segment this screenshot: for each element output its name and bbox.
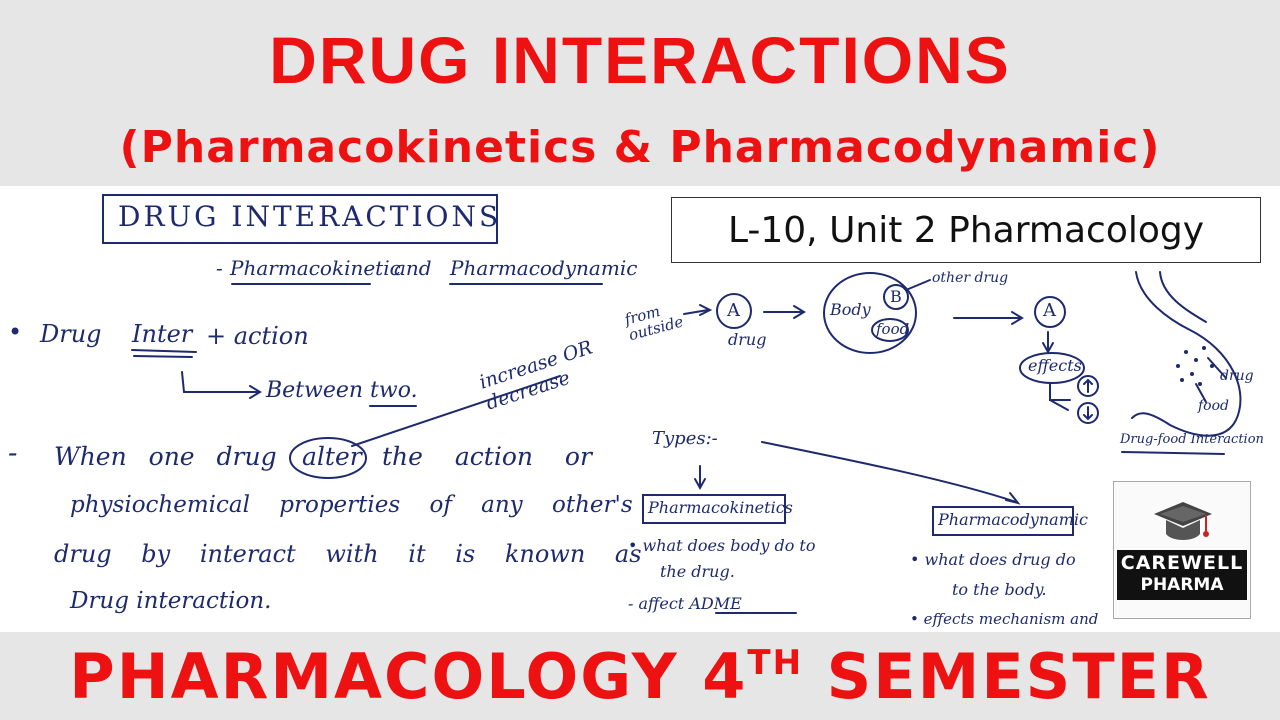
notes-dash: - (8, 436, 18, 469)
notes-bullet: • (8, 318, 23, 346)
notes-def-line3: drug by interact with it is known as (54, 540, 642, 568)
notes-other-drug: other drug (932, 270, 1009, 286)
notes-drug-food: Drug-food Interaction (1120, 432, 1264, 447)
notes-pd-point2: • effects mechanism and (910, 610, 1099, 628)
notes-stomach-food: food (1198, 398, 1230, 414)
notes-drug-label: drug (728, 330, 767, 349)
notes-circle-a2: A (1043, 300, 1056, 321)
notes-def-line1a: When one drug (54, 442, 277, 471)
carewell-pharma-logo: CAREWELL PHARMA (1113, 481, 1251, 619)
page-subtitle: (Pharmacokinetics & Pharmacodynamic) (119, 122, 1161, 173)
logo-line2: PHARMA (1140, 575, 1224, 595)
header-band (0, 0, 1280, 186)
footer-superscript: TH (747, 643, 804, 683)
notes-subheading-pk: Pharmacokinetic (230, 256, 401, 280)
footer-text: PHARMACOLOGY 4 (69, 640, 748, 713)
notes-subheading-and: and (394, 256, 432, 280)
notes-circle-a: A (727, 300, 740, 321)
footer-text-end: SEMESTER (803, 640, 1211, 713)
notes-body-label: Body (830, 300, 871, 319)
lesson-label: L-10, Unit 2 Pharmacology (727, 209, 1205, 251)
notes-pd-point1: • what does drug do (910, 550, 1076, 569)
notes-pk-point1b: the drug. (660, 562, 735, 581)
notes-heading: DRUG INTERACTIONS (118, 200, 502, 233)
notes-word-action: + action (206, 322, 309, 350)
notes-food-label: food (876, 320, 910, 338)
notes-between: Between two. (266, 378, 418, 403)
notes-effects: effects (1028, 356, 1082, 375)
logo-line1: CAREWELL (1120, 552, 1244, 574)
notes-def-line4: Drug interaction. (70, 588, 272, 614)
notes-pd-label: Pharmacodynamic (938, 510, 1088, 529)
page-title: DRUG INTERACTIONS (269, 23, 1011, 97)
notes-pd-point1b: to the body. (952, 580, 1047, 599)
notes-word-inter: Inter (132, 320, 193, 348)
notes-pd-box (932, 506, 1074, 536)
notes-pk-point2: - affect ADME (628, 594, 742, 613)
notes-heading-box (102, 194, 498, 244)
notes-pk-point1: • what does body do to (628, 536, 816, 555)
notes-subheading-dash: - (216, 256, 223, 280)
notes-subheading-pd: Pharmacodynamic (450, 256, 638, 280)
footer-band (0, 632, 1280, 720)
notes-def-alter: alter (302, 442, 362, 471)
notes-types: Types:- (652, 428, 718, 449)
notes-circle-b: B (890, 287, 902, 306)
notes-def-line2: physiochemical properties of any other's (70, 492, 633, 518)
notes-word-drug: Drug (40, 320, 102, 348)
footer-title: PHARMACOLOGY 4TH SEMESTER (0, 640, 1280, 713)
graduation-cap-icon (1154, 502, 1212, 540)
notes-stomach-drug: drug (1220, 368, 1254, 384)
notes-pk-box (642, 494, 786, 524)
logo-brand: CAREWELL PHARMA (1117, 550, 1247, 600)
notes-pk-label: Pharmacokinetics (648, 498, 793, 517)
lesson-label-box: L-10, Unit 2 Pharmacology (671, 197, 1261, 263)
notes-def-line1b: the action or (382, 442, 592, 471)
